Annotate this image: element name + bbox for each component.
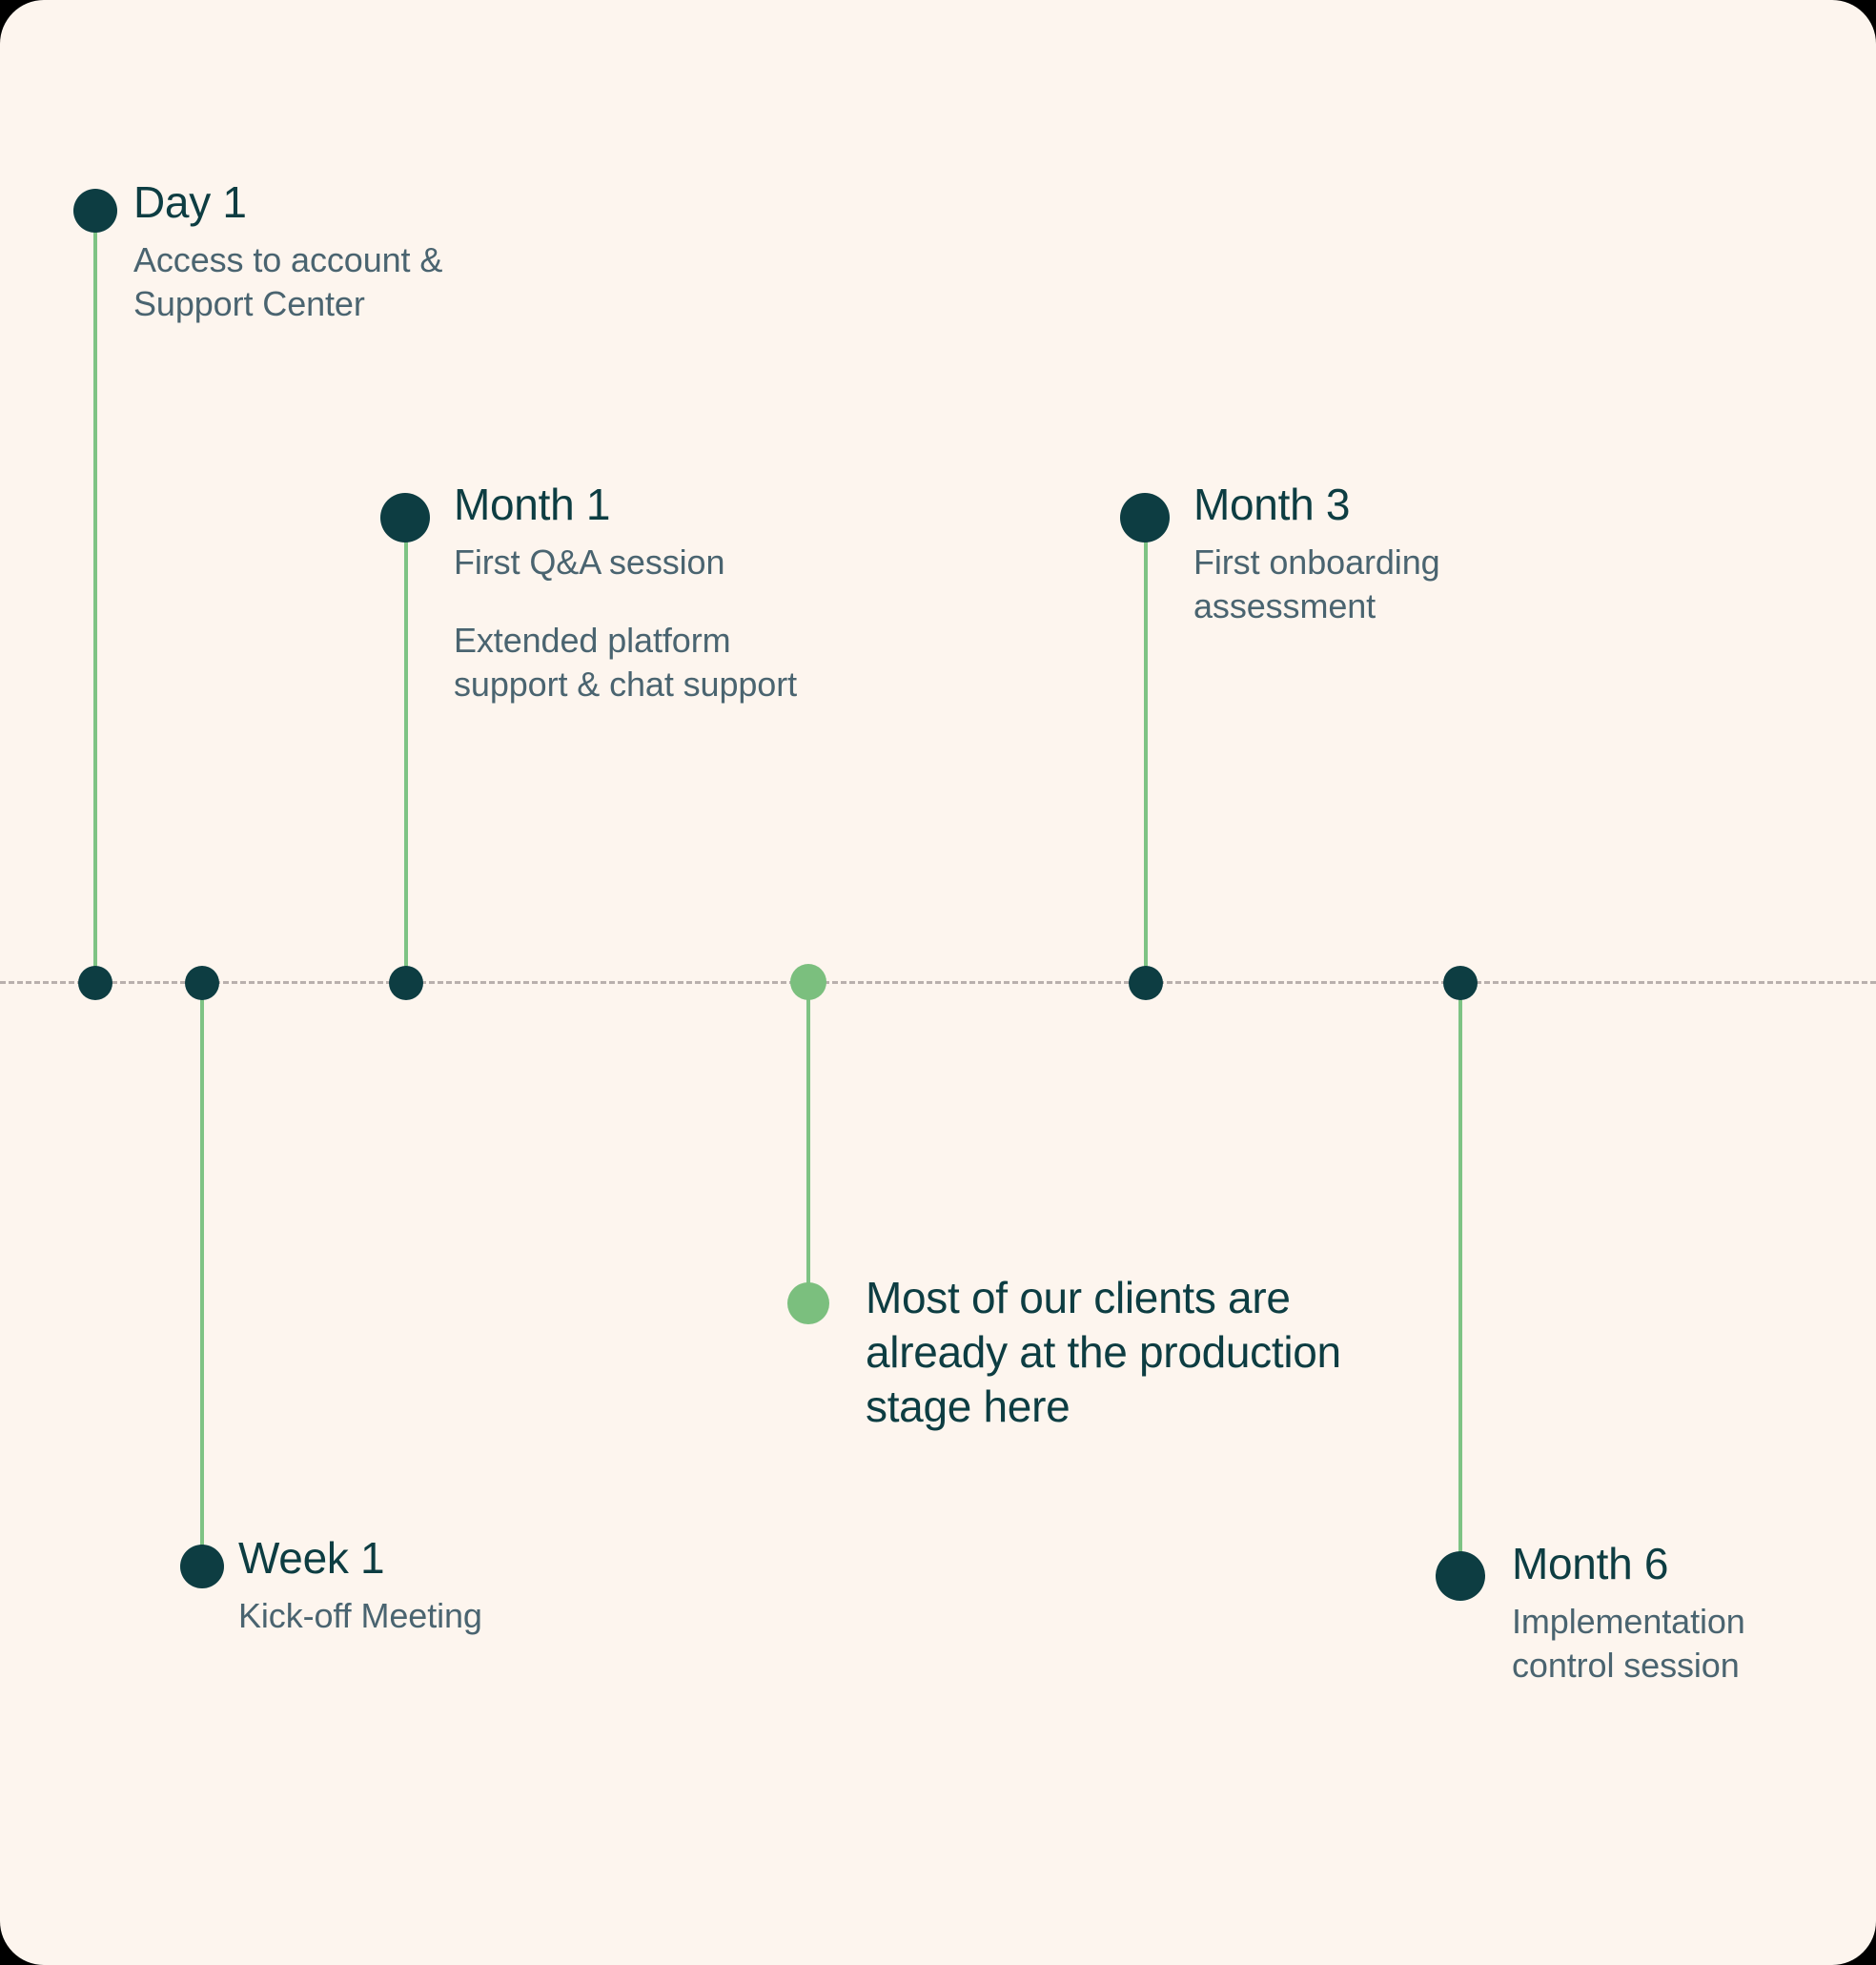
axis-dot-day-1[interactable] xyxy=(78,966,112,1000)
stem-week-1 xyxy=(200,982,204,1566)
dot-week-1[interactable] xyxy=(180,1545,224,1588)
milestone-title: Month 3 xyxy=(1193,480,1351,529)
milestone-day-1: Day 1 Access to account & Support Center xyxy=(133,179,629,326)
milestone-description: First Q&A session xyxy=(454,542,725,583)
stem-month-6 xyxy=(1458,982,1462,1573)
dot-production-stage[interactable] xyxy=(787,1282,829,1324)
timeline-axis xyxy=(0,981,1876,984)
milestone-title: Day 1 xyxy=(133,177,247,227)
stem-month-3 xyxy=(1144,517,1148,982)
stem-production-stage xyxy=(806,982,810,1301)
milestone-title: Month 1 xyxy=(454,480,611,529)
milestone-month-6: Month 6 Implementation control session xyxy=(1512,1541,1876,1688)
milestone-month-3: Month 3 First onboarding assessment xyxy=(1193,481,1689,628)
dot-month-3[interactable] xyxy=(1120,493,1170,542)
stem-month-1 xyxy=(404,517,408,982)
axis-dot-production-stage[interactable] xyxy=(790,964,826,1000)
milestone-month-1: Month 1 First Q&A session Extended platf… xyxy=(454,481,949,707)
stem-day-1 xyxy=(93,210,97,982)
milestone-title: Month 6 xyxy=(1512,1539,1669,1588)
axis-dot-month-1[interactable] xyxy=(389,966,423,1000)
dot-month-1[interactable] xyxy=(380,493,430,542)
milestone-week-1: Week 1 Kick-off Meeting xyxy=(238,1535,734,1638)
milestone-title: Week 1 xyxy=(238,1533,385,1583)
axis-dot-week-1[interactable] xyxy=(185,966,219,1000)
milestone-description: Kick-off Meeting xyxy=(238,1596,482,1636)
dot-month-6[interactable] xyxy=(1436,1551,1485,1601)
axis-dot-month-6[interactable] xyxy=(1443,966,1478,1000)
milestone-description: Implementation control session xyxy=(1512,1602,1745,1686)
milestone-description: First onboarding assessment xyxy=(1193,542,1440,626)
milestone-description-secondary: Extended platform support & chat support xyxy=(454,621,798,705)
dot-day-1[interactable] xyxy=(73,189,117,233)
production-stage-callout: Most of our clients are already at the p… xyxy=(866,1273,1341,1432)
axis-dot-month-3[interactable] xyxy=(1129,966,1163,1000)
milestone-description: Access to account & Support Center xyxy=(133,240,443,324)
